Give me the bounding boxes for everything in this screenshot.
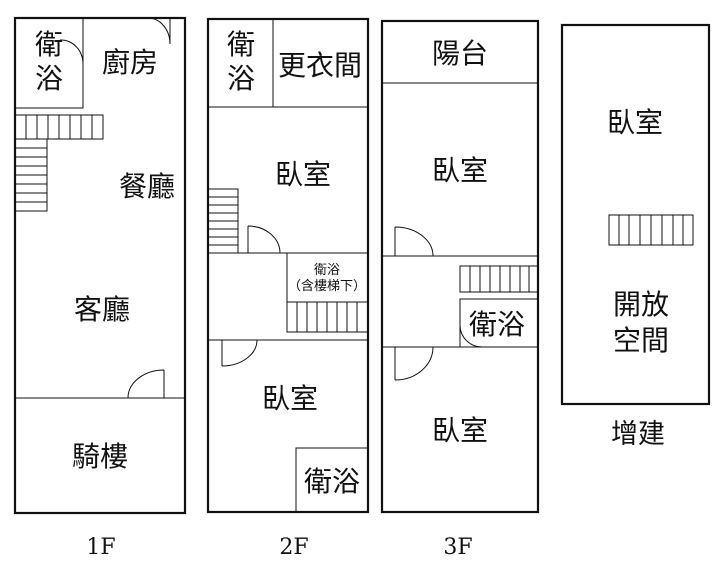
floor-2f-stair-horizontal bbox=[286, 301, 369, 333]
addition-plan: 臥室 開放 空間 增建 bbox=[560, 23, 711, 450]
floor-1f-bath-wall bbox=[15, 18, 84, 109]
addition-outline bbox=[560, 23, 711, 406]
floor-1f-bath-label-2: 浴 bbox=[35, 62, 63, 95]
floor-2f-outline bbox=[206, 17, 370, 514]
floor-1f-outline bbox=[13, 16, 187, 515]
addition-open-label-1: 開放 bbox=[613, 288, 669, 321]
floor-2f-bath-label-1: 衛 bbox=[227, 28, 255, 61]
floor-3f-bedroom-top-label: 臥室 bbox=[432, 154, 488, 187]
floor-3f-bath-label: 衛浴 bbox=[469, 308, 525, 341]
floor-2f-closet-label: 更衣間 bbox=[278, 49, 362, 82]
floor-3f-plan: 陽台 臥室 衛浴 臥室 3F bbox=[380, 19, 540, 560]
addition-bedroom-label: 臥室 bbox=[607, 106, 663, 139]
addition-caption: 增建 bbox=[611, 419, 665, 450]
floor-2f-bath-bottom-wall bbox=[295, 447, 368, 512]
floor-3f-caption: 3F bbox=[443, 535, 472, 560]
floor-2f-bedroom-top-door bbox=[247, 225, 281, 254]
floor-1f-arcade-label: 騎樓 bbox=[72, 440, 128, 473]
floor-1f-bath-label-1: 衛 bbox=[35, 28, 63, 61]
floor-3f-bath-door bbox=[459, 324, 483, 348]
floor-3f-stair-horizontal bbox=[459, 265, 539, 293]
floor-2f-stair-bath-label-2: （含樓梯下） bbox=[288, 278, 366, 294]
floor-1f-stair-horizontal bbox=[14, 114, 104, 140]
addition-stair bbox=[608, 214, 694, 246]
floor-1f-caption: 1F bbox=[86, 535, 115, 560]
floor-2f-bath-label-2: 浴 bbox=[227, 62, 255, 95]
floor-1f-kitchen-label: 廚房 bbox=[102, 46, 158, 79]
floor-2f-bedroom-bottom-door bbox=[221, 339, 258, 367]
floor-3f-bedroom-bottom-door bbox=[394, 346, 434, 381]
addition-open-label-2: 空間 bbox=[613, 324, 669, 357]
floor-3f-bath-wall bbox=[459, 298, 538, 347]
floor-1f-plan: 衛 浴 廚房 餐廳 客廳 騎樓 1F bbox=[13, 16, 187, 560]
floor-1f-stair-vertical bbox=[14, 138, 48, 212]
floor-1f-living-label: 客廳 bbox=[74, 293, 130, 326]
floor-2f-caption: 2F bbox=[279, 535, 308, 560]
floor-2f-bedroom-top-label: 臥室 bbox=[275, 158, 331, 191]
floor-3f-bedroom-bottom-label: 臥室 bbox=[432, 414, 488, 447]
floor-2f-plan: 衛 浴 更衣間 臥室 衛浴 （含樓梯下） 臥室 衛浴 2F bbox=[206, 17, 370, 560]
floor-3f-balcony-label: 陽台 bbox=[432, 37, 488, 70]
floor-3f-bedroom-top-door bbox=[394, 226, 434, 257]
floor-1f-entrance-door bbox=[127, 369, 165, 399]
floor-2f-stair-bath-label-1: 衛浴 bbox=[314, 263, 340, 278]
floor-1f-bath-door bbox=[59, 39, 84, 65]
floor-2f-bath-bottom-label: 衛浴 bbox=[304, 465, 360, 498]
floor-2f-stair-vertical bbox=[207, 188, 239, 254]
floor-1f-kitchen-door bbox=[147, 17, 171, 45]
floor-2f-bedroom-bottom-label: 臥室 bbox=[262, 382, 318, 415]
floor-1f-dining-label: 餐廳 bbox=[119, 170, 175, 203]
